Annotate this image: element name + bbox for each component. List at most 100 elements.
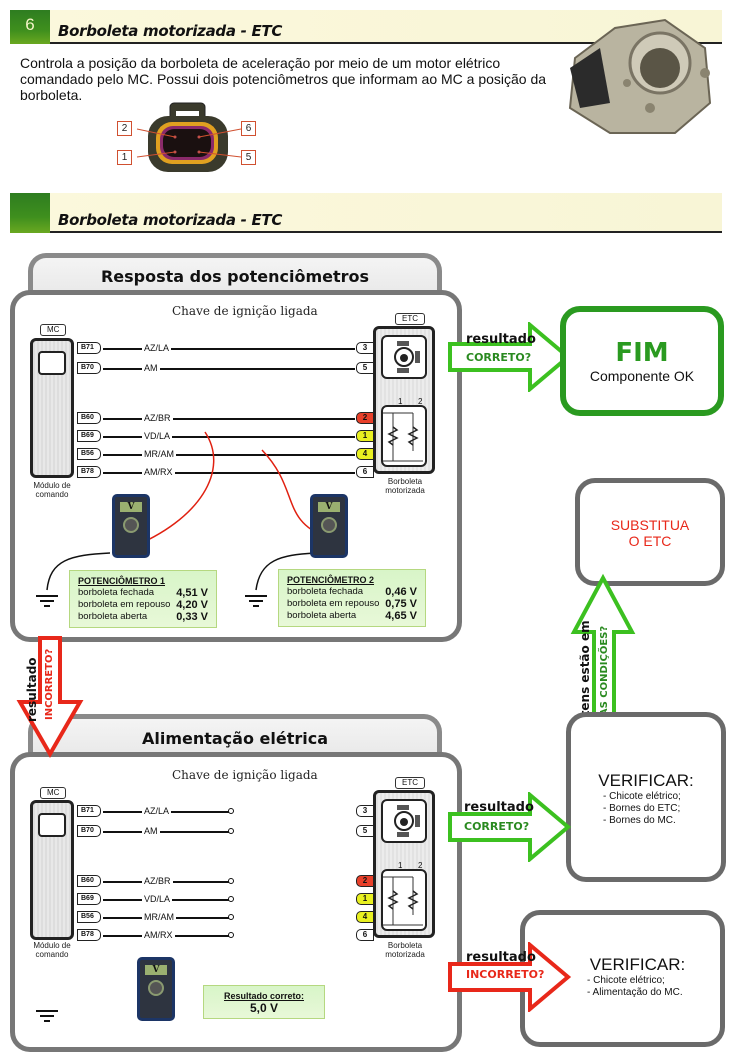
- section-color-block: [10, 193, 50, 233]
- mc-pin: B56: [77, 911, 101, 923]
- wire: [103, 436, 355, 438]
- verify-item: - Chicote elétrico;: [603, 791, 681, 802]
- mc-caption: Módulo de comando: [33, 941, 71, 959]
- component-description: Controla a posição da borboleta de acele…: [20, 55, 547, 103]
- meter-dial: [123, 517, 139, 533]
- wire: [103, 348, 355, 350]
- multimeter-icon: V: [112, 494, 150, 558]
- wire: [103, 472, 355, 474]
- multimeter-icon: V: [310, 494, 348, 558]
- panel1-subtitle: Chave de ignição ligada: [172, 304, 318, 318]
- replace-line2: O ETC: [628, 533, 672, 549]
- fim-title: FIM: [615, 338, 669, 368]
- verify-item: - Chicote elétrico;: [587, 975, 665, 986]
- meter-display: V: [145, 965, 167, 975]
- connector-pin-label: 5: [241, 150, 256, 165]
- result-label: resultado: [466, 332, 536, 347]
- incorrect-arrow-down: [16, 636, 84, 758]
- wire-color-label: AZ/LA: [142, 806, 172, 816]
- etc-tag: ETC: [395, 313, 425, 325]
- result-label: resultado: [25, 657, 39, 722]
- control-module: [30, 800, 74, 940]
- row-label: borboleta aberta: [78, 611, 148, 622]
- pot-label: 2: [418, 861, 423, 870]
- etc-pin: 6: [356, 466, 374, 478]
- open-terminal: [228, 896, 234, 902]
- mc-pin: B71: [77, 805, 101, 817]
- wire-color-label: MR/AM: [142, 912, 176, 922]
- replace-line1: SUBSTITUA: [610, 517, 690, 533]
- potentiometer-icon: [381, 405, 427, 467]
- pot2-header: POTENCIÔMETRO 2: [287, 575, 375, 585]
- row-label: borboleta em repouso: [78, 599, 171, 610]
- verify-title: VERIFICAR:: [589, 955, 686, 974]
- wire-color-label: AZ/LA: [142, 343, 172, 353]
- wire: [103, 418, 355, 420]
- verify-item: - Bornes do MC.: [603, 815, 676, 826]
- chip-icon: [38, 813, 66, 837]
- wire-color-label: AM/RX: [142, 467, 175, 477]
- section-number: 6: [10, 10, 50, 44]
- verify-title: VERIFICAR:: [598, 771, 694, 790]
- meter-dial: [321, 517, 337, 533]
- wire-color-label: VD/LA: [142, 894, 173, 904]
- section-title: Borboleta motorizada - ETC: [58, 22, 283, 40]
- mc-caption: Módulo de comando: [33, 481, 71, 499]
- mc-tag: MC: [40, 787, 67, 799]
- pot-label: 1: [398, 861, 403, 870]
- wire-color-label: AM/RX: [142, 930, 175, 940]
- fim-subtitle: Componente OK: [589, 368, 695, 384]
- etc-component: 1 2: [373, 790, 435, 938]
- verify-item: - Bornes do ETC;: [603, 803, 681, 814]
- etc-pin: 2: [356, 875, 374, 887]
- mc-pin: B78: [77, 466, 101, 478]
- etc-pin: 5: [356, 362, 374, 374]
- result-header: Resultado correto:: [223, 991, 304, 1001]
- wire: [103, 831, 229, 833]
- wire: [103, 368, 355, 370]
- section-header-2: Borboleta motorizada - ETC: [10, 193, 722, 233]
- throttle-body-image: [555, 8, 720, 138]
- etc-caption: Borboleta motorizada: [385, 941, 425, 959]
- ground-icon: [36, 1010, 58, 1025]
- verify-list: - Chicote elétrico; - Bornes do ETC; - B…: [571, 791, 721, 827]
- verify-box-1: VERIFICAR: - Chicote elétrico; - Bornes …: [566, 712, 726, 882]
- etc-pin: 4: [356, 911, 374, 923]
- panel2-subtitle: Chave de ignição ligada: [172, 768, 318, 782]
- open-terminal: [228, 932, 234, 938]
- wire-color-label: AZ/BR: [142, 413, 173, 423]
- verify-item: - Alimentação do MC.: [587, 987, 683, 998]
- mc-pin: B60: [77, 875, 101, 887]
- etc-tag: ETC: [395, 777, 425, 789]
- row-label: borboleta em repouso: [287, 598, 380, 609]
- incorrect-arrow-right: [448, 942, 572, 1012]
- result-row: borboleta em repouso 0,75 V: [287, 598, 417, 610]
- fim-box: FIM Componente OK: [560, 306, 724, 416]
- result-label: resultado: [464, 800, 534, 815]
- mc-pin: B71: [77, 342, 101, 354]
- etc-pin: 2: [356, 412, 374, 424]
- open-terminal: [228, 828, 234, 834]
- row-value: 0,46 V: [385, 586, 417, 598]
- verify-list: - Chicote elétrico; - Alimentação do MC.: [525, 975, 720, 999]
- meter-dial: [148, 980, 164, 996]
- connector-pin-label: 2: [117, 121, 132, 136]
- section-title: Borboleta motorizada - ETC: [58, 211, 283, 229]
- connector-pin-label: 6: [241, 121, 256, 136]
- row-value: 0,75 V: [385, 598, 417, 610]
- open-terminal: [228, 808, 234, 814]
- row-value: 4,51 V: [176, 587, 208, 599]
- wire-color-label: AM: [142, 363, 160, 373]
- correct-arrow-2: [448, 792, 572, 862]
- wire-color-label: AM: [142, 826, 160, 836]
- mc-pin: B69: [77, 893, 101, 905]
- mc-pin: B70: [77, 362, 101, 374]
- mc-pin: B78: [77, 929, 101, 941]
- mc-tag: MC: [40, 324, 67, 336]
- etc-component: 1 2: [373, 326, 435, 474]
- mc-pin: B69: [77, 430, 101, 442]
